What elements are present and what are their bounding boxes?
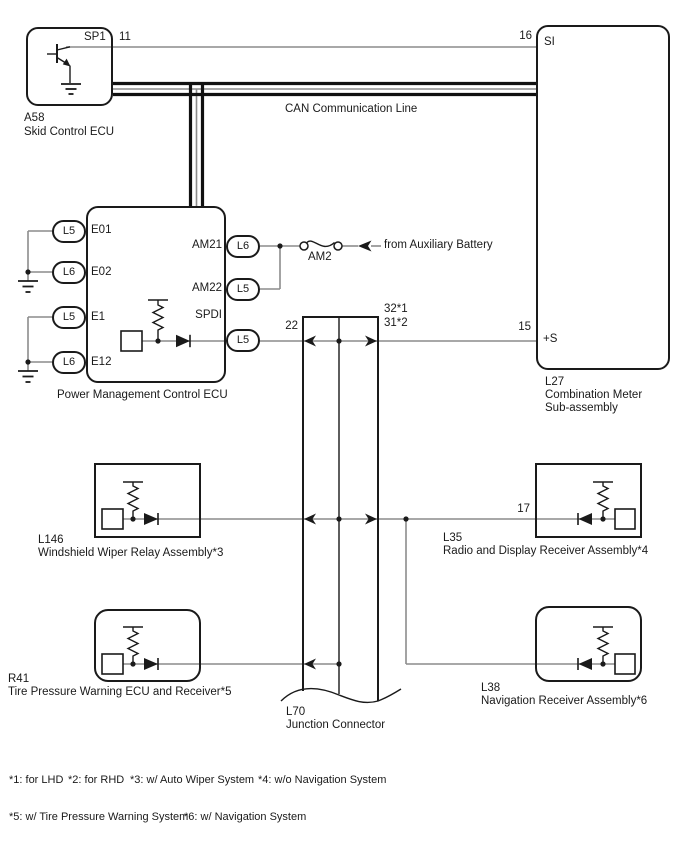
connector-label: L6 [236,240,250,252]
footnote-5: *5: w/ Tire Pressure Warning System [9,811,189,823]
component-name-l27-line2: Sub-assembly [545,402,618,414]
ground-icon [18,370,38,383]
connector-oval-spdi: L5 [226,328,260,352]
connector-label: L6 [62,266,76,278]
combination-meter-box [536,25,670,370]
connector-oval-am22: L5 [226,277,260,301]
diode-icon [176,334,191,348]
pin-plus-s: +S [543,333,558,345]
junction-arrow-icons [304,335,377,670]
component-name-a58: Skid Control ECU [24,126,115,138]
diode-icon [144,658,159,670]
connector-label: L5 [62,311,76,323]
pin-am21: AM21 [191,239,222,251]
pin-16: 16 [519,30,532,42]
radio-display-box [535,463,642,538]
component-id-l35: L35 [443,532,463,544]
component-name-pmc: Power Management Control ECU [57,389,228,401]
component-id-r41: R41 [8,673,30,685]
pin-si: SI [544,36,555,48]
resistor-icon [593,481,613,519]
battery-source-label: from Auxiliary Battery [384,239,493,251]
splice-label: SP1 [84,31,106,43]
fuse-label: AM2 [308,251,332,263]
component-name-l38: Navigation Receiver Assembly*6 [481,695,648,707]
component-id-l38: L38 [481,682,501,694]
power-management-ecu-box [86,206,226,383]
pin-11: 11 [119,31,131,43]
component-name-l35: Radio and Display Receiver Assembly*4 [443,545,649,557]
connector-oval-e01: L5 [52,219,86,243]
connector-label: L5 [62,225,76,237]
skid-control-ecu-box [26,27,113,106]
connector-label: L5 [236,283,250,295]
component-name-l27-line1: Combination Meter [545,389,643,401]
can-bus-lines [113,81,536,206]
diode-icon [577,658,592,670]
footnote-6: *6: w/ Navigation System [184,811,307,823]
connector-oval-e02: L6 [52,260,86,284]
component-id-l146: L146 [38,534,64,546]
break-wave-line [280,687,402,704]
tire-pressure-box [94,609,201,682]
resistor-icon [148,299,168,341]
pin-22: 22 [285,320,298,332]
component-name-l70: Junction Connector [286,719,386,731]
wiper-relay-box [94,463,201,538]
navigation-receiver-box [535,606,642,682]
diode-icon [577,513,592,525]
pin-spdi: SPDI [195,309,222,321]
connector-oval-am21: L6 [226,234,260,258]
resistor-icon [123,481,143,519]
switch-box-icon [101,508,124,530]
pin-e02: E02 [91,266,112,278]
component-name-l146: Windshield Wiper Relay Assembly*3 [38,547,224,559]
fuse-icon [299,240,343,251]
diode-icon [144,513,159,525]
component-name-r41: Tire Pressure Warning ECU and Receiver*5 [8,686,232,698]
ground-icon [61,83,81,95]
pin-e12: E12 [91,356,112,368]
pin-15: 15 [518,321,531,333]
switch-box-icon [120,330,143,352]
transistor-icon [47,44,71,83]
switch-box-icon [614,508,636,530]
component-id-a58: A58 [24,112,45,124]
footnote-4: *4: w/o Navigation System [258,774,387,786]
resistor-icon [593,626,613,664]
component-id-l70: L70 [286,706,306,718]
connector-label: L5 [236,334,250,346]
junction-connector-box [280,316,402,704]
pin-am22: AM22 [191,282,222,294]
pin-31: 31*2 [384,317,408,329]
pin-17: 17 [517,503,530,515]
ground-icon [18,280,38,293]
resistor-icon [123,626,143,664]
connector-oval-e12: L6 [52,350,86,374]
junction-dots [25,243,606,667]
footnote-3: *3: w/ Auto Wiper System [130,774,255,786]
footnote-2: *2: for RHD [68,774,125,786]
arrow-left-icon [358,240,372,252]
pin-e01: E01 [91,224,112,236]
footnote-1: *1: for LHD [9,774,64,786]
component-id-l27: L27 [545,376,565,388]
pin-e1: E1 [91,311,106,323]
connector-oval-e1: L5 [52,305,86,329]
pin-32: 32*1 [384,303,408,315]
can-line-label: CAN Communication Line [285,103,418,115]
connector-label: L6 [62,356,76,368]
